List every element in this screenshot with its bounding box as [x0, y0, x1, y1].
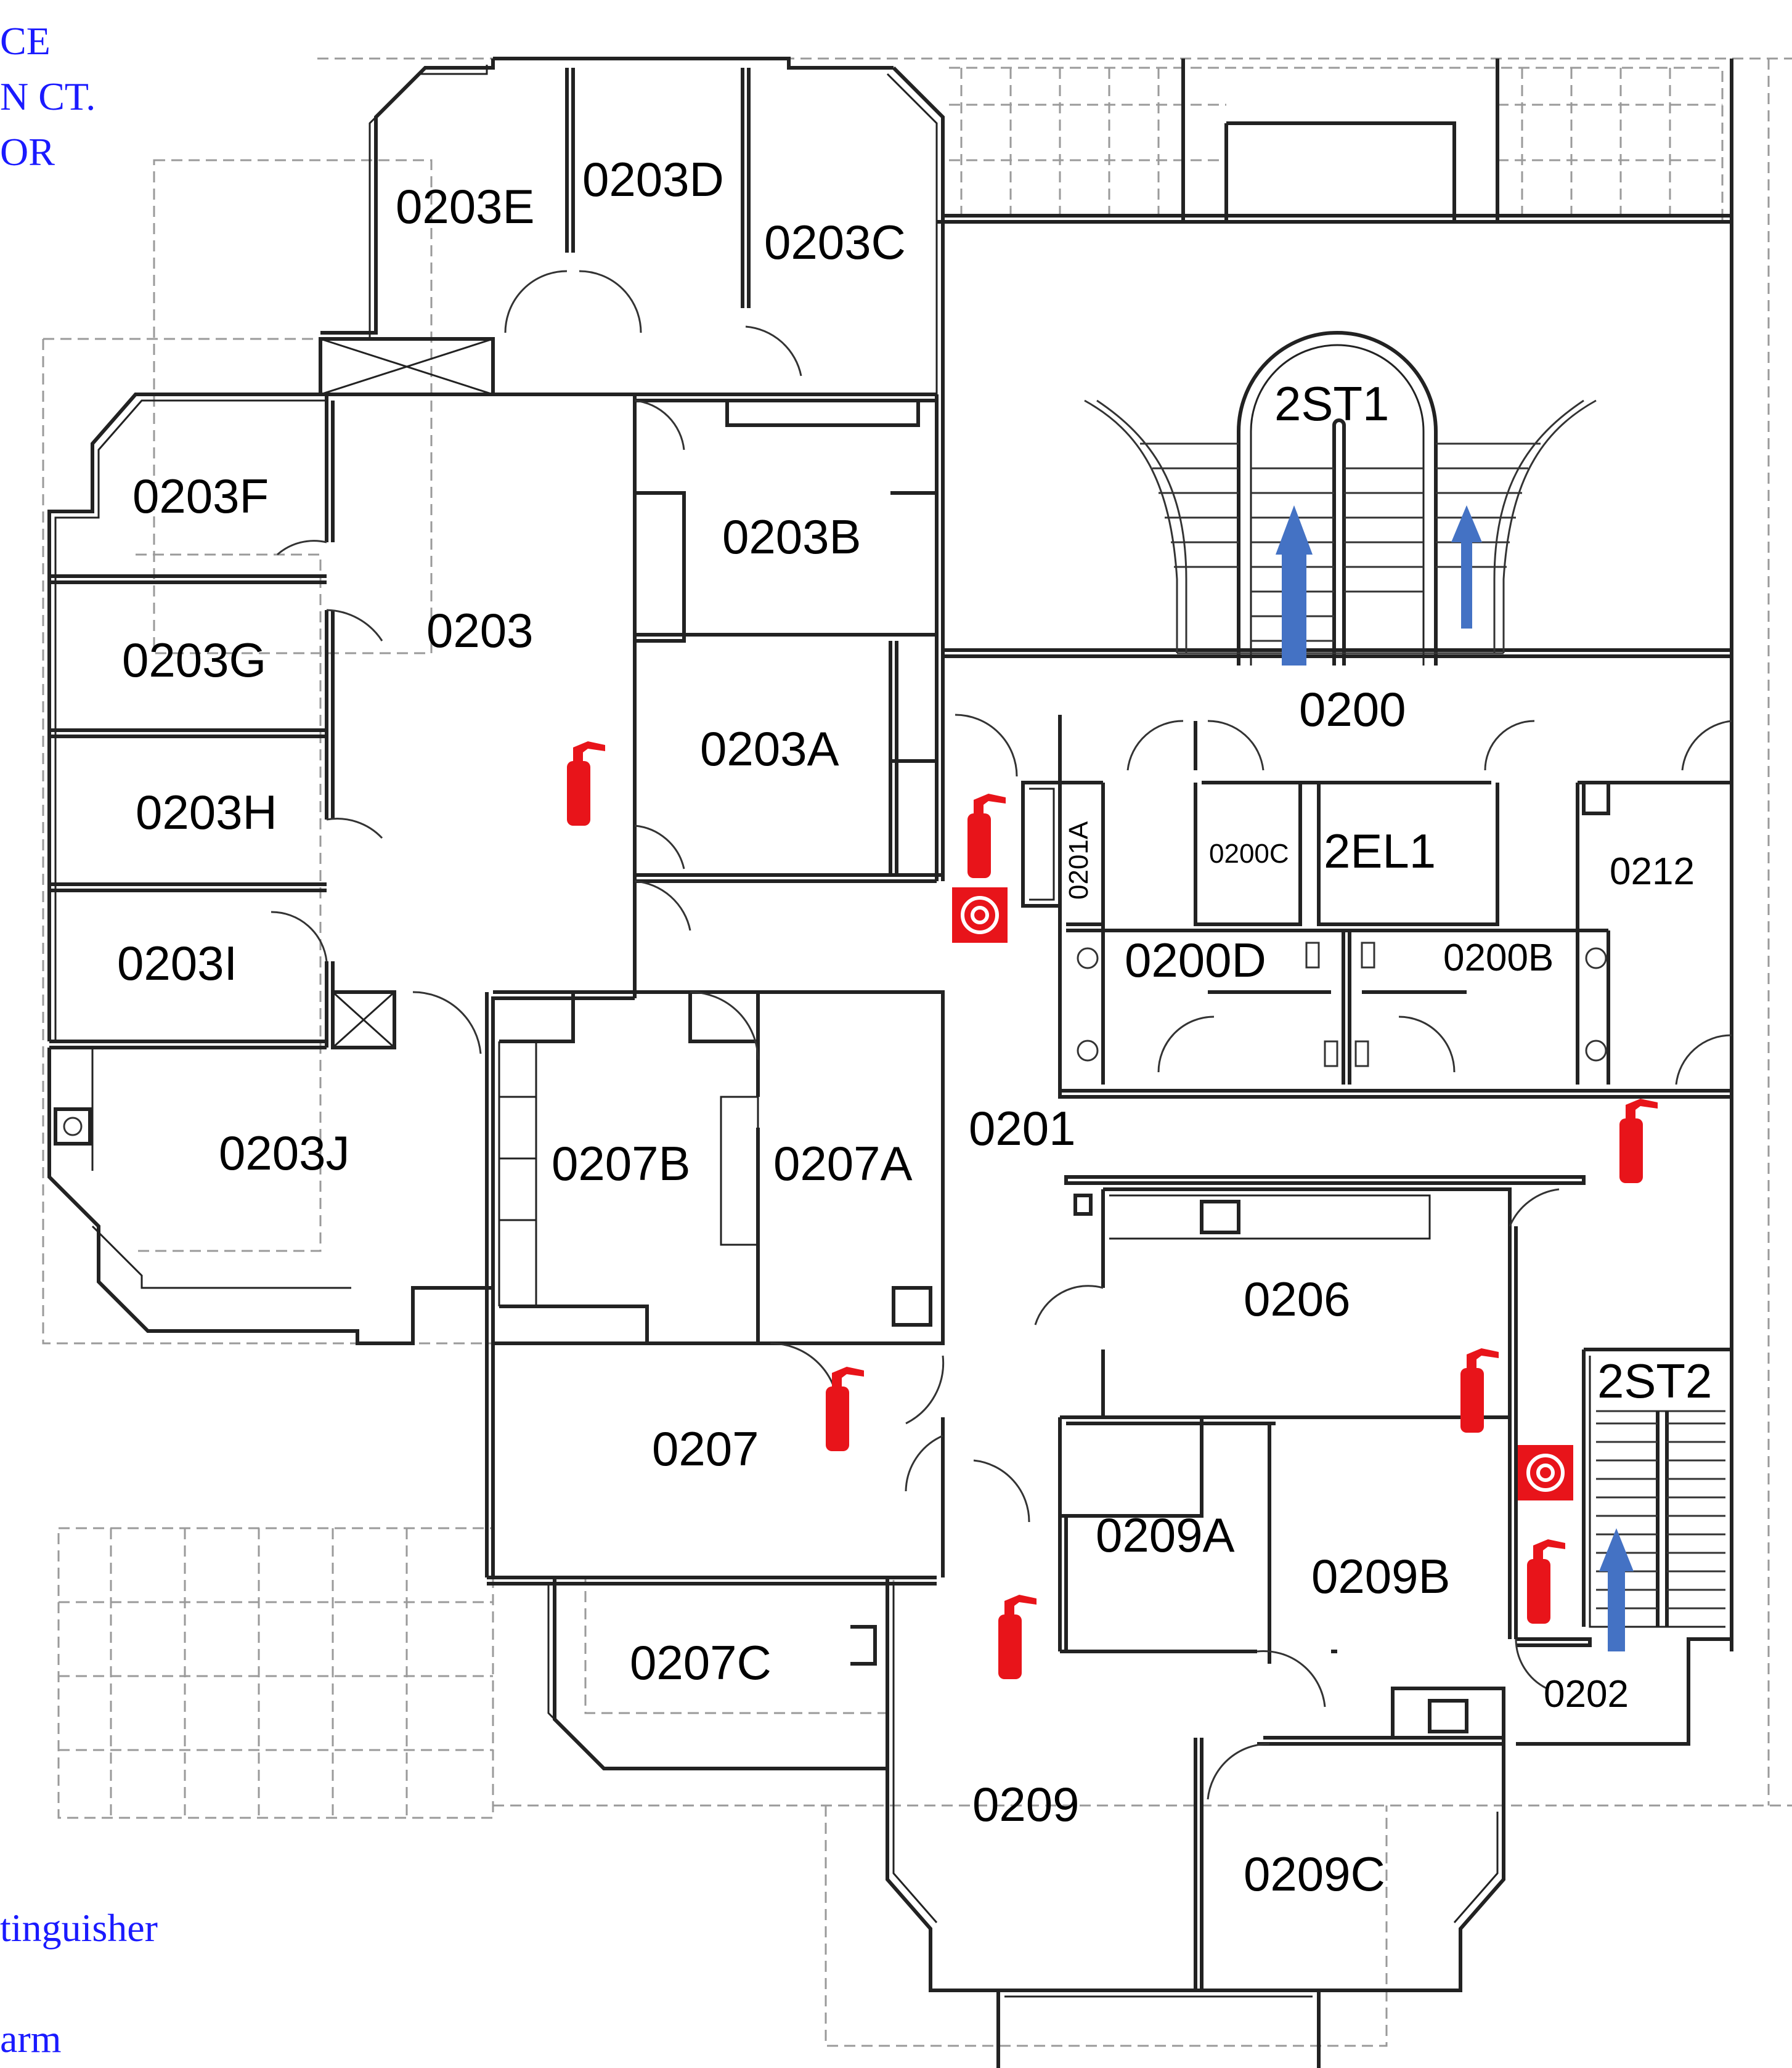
- toilet-icon: [1077, 1040, 1099, 1062]
- fire-extinguisher-icon: [1460, 1348, 1499, 1433]
- up-arrow-icon: [1451, 505, 1482, 629]
- sink-icon: [54, 1107, 92, 1146]
- room-label-0203I: 0203I: [117, 936, 237, 990]
- legend-extinguisher-label: tinguisher: [0, 1906, 158, 1950]
- toilet-icon: [1585, 947, 1607, 969]
- fire-extinguishers: [567, 741, 1658, 1679]
- dashed-footprint: [42, 57, 1792, 2047]
- room-label-0207A: 0207A: [773, 1136, 913, 1191]
- up-arrow-icon: [1599, 1528, 1634, 1651]
- fire-alarm-icon: [1518, 1445, 1573, 1500]
- fire-extinguisher-icon: [826, 1367, 864, 1451]
- header-text: CE N CT. OR: [0, 19, 96, 174]
- egress-arrows: [1276, 505, 1634, 1651]
- room-label-0203E: 0203E: [396, 179, 535, 234]
- room-label-0200: 0200: [1299, 682, 1406, 736]
- header-line-2: N CT.: [0, 75, 96, 118]
- walls: [47, 57, 1733, 2068]
- header-line-1: CE: [0, 19, 51, 63]
- room-label-0203F: 0203F: [132, 469, 269, 523]
- room-label-0203H: 0203H: [136, 785, 277, 839]
- room-label-0203G: 0203G: [122, 633, 266, 687]
- room-label-0200C: 0200C: [1209, 839, 1289, 869]
- room-label-0209C: 0209C: [1244, 1847, 1385, 1901]
- room-label-0201: 0201: [969, 1101, 1076, 1155]
- fire-alarms: [952, 887, 1573, 1500]
- fixtures: [54, 942, 1607, 1146]
- fire-extinguisher-icon: [998, 1595, 1037, 1679]
- up-arrow-icon: [1276, 505, 1313, 666]
- header-line-3: OR: [0, 130, 55, 174]
- legend-alarm-label: arm: [0, 2017, 62, 2061]
- room-label-0207: 0207: [652, 1422, 759, 1476]
- room-label-0203C: 0203C: [764, 215, 906, 269]
- room-label-0212: 0212: [1610, 850, 1695, 893]
- room-label-0200D: 0200D: [1125, 933, 1266, 987]
- room-label-2EL1: 2EL1: [1324, 824, 1436, 878]
- room-label-0206: 0206: [1244, 1272, 1351, 1326]
- toilet-icon: [1585, 1040, 1607, 1062]
- fire-extinguisher-icon: [967, 794, 1006, 878]
- room-label-2ST2: 2ST2: [1597, 1354, 1712, 1408]
- fire-extinguisher-icon: [567, 741, 605, 826]
- room-label-0203A: 0203A: [700, 722, 839, 776]
- room-label-0203: 0203: [426, 603, 534, 657]
- room-label-2ST1: 2ST1: [1274, 377, 1389, 431]
- room-label-0207C: 0207C: [630, 1635, 772, 1690]
- room-label-0203J: 0203J: [219, 1126, 350, 1180]
- room-label-0202: 0202: [1544, 1673, 1629, 1716]
- legend: tinguisher arm: [0, 1906, 158, 2061]
- room-label-0207B: 0207B: [552, 1136, 691, 1191]
- room-labels: 0203E 0203D 0203C 0203F 0203B 0203 0203G…: [117, 152, 1712, 1901]
- room-label-0209: 0209: [972, 1777, 1080, 1831]
- stair-2st2: [1596, 1410, 1725, 1627]
- door-swings: [271, 270, 1732, 1800]
- fire-alarm-icon: [952, 887, 1008, 943]
- room-label-0201A: 0201A: [1064, 821, 1094, 900]
- fire-extinguisher-icon: [1619, 1099, 1658, 1183]
- room-label-0203B: 0203B: [722, 510, 861, 564]
- room-label-0209A: 0209A: [1096, 1508, 1235, 1562]
- room-label-0203D: 0203D: [582, 152, 724, 206]
- room-label-0200B: 0200B: [1443, 937, 1554, 979]
- room-label-0209B: 0209B: [1311, 1549, 1451, 1603]
- fire-extinguisher-icon: [1527, 1539, 1565, 1624]
- toilet-icon: [1077, 947, 1099, 969]
